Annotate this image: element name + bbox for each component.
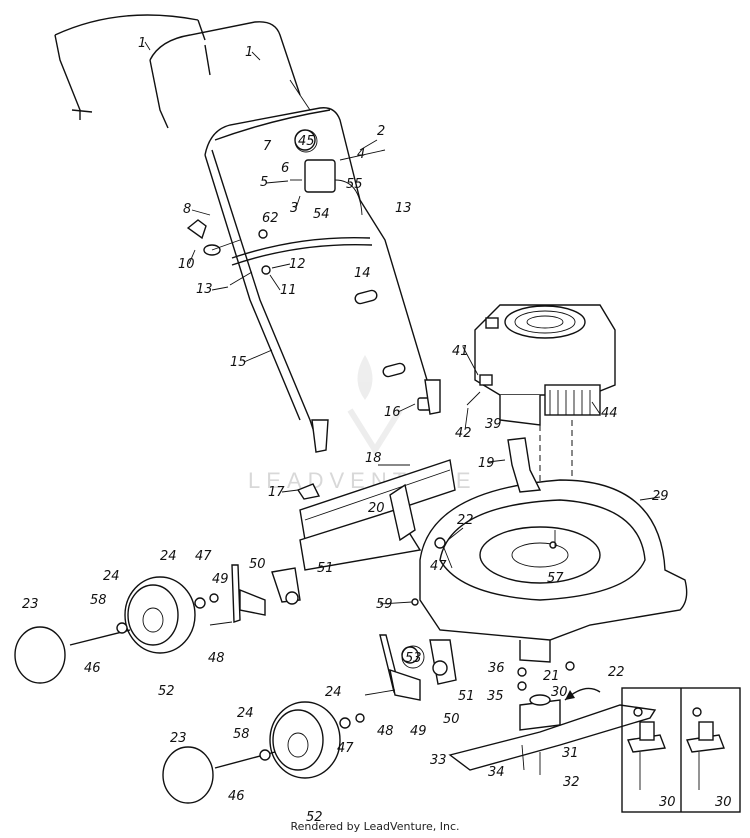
callout-16: 16: [384, 405, 401, 420]
engine: [466, 304, 616, 426]
callout-18: 18: [365, 451, 382, 466]
callout-50: 50: [249, 557, 266, 572]
callout-19: 19: [478, 456, 495, 471]
callout-52: 52: [306, 810, 323, 825]
callout-59: 59: [376, 597, 393, 612]
callout-49: 49: [410, 724, 427, 739]
callout-5: 5: [260, 175, 268, 190]
callout-62: 62: [262, 211, 279, 226]
callout-35: 35: [487, 689, 504, 704]
callout-50: 50: [443, 712, 460, 727]
callout-24: 24: [325, 685, 342, 700]
callout-6: 6: [281, 161, 289, 176]
blade-assembly: [448, 661, 657, 775]
callout-11: 11: [280, 283, 297, 298]
callout-45-circle: [294, 129, 318, 153]
callout-47: 47: [337, 741, 354, 756]
callout-39: 39: [485, 417, 502, 432]
callout-24: 24: [237, 706, 254, 721]
callout-54: 54: [313, 207, 330, 222]
callout-53: 53: [405, 651, 422, 666]
callout-31: 31: [562, 746, 579, 761]
callout-34: 34: [488, 765, 505, 780]
callout-3: 3: [290, 201, 298, 216]
callout-24: 24: [160, 549, 177, 564]
callout-52: 52: [158, 684, 175, 699]
left-wheel-lower: [162, 634, 457, 804]
callout-30: 30: [715, 795, 732, 810]
callout-47: 47: [430, 559, 447, 574]
callout-17: 17: [268, 485, 285, 500]
callout-24: 24: [103, 569, 120, 584]
callout-14: 14: [354, 266, 371, 281]
callout-58: 58: [90, 593, 107, 608]
upper-handle: [54, 14, 311, 129]
callout-48: 48: [377, 724, 394, 739]
callout-41: 41: [452, 344, 469, 359]
callout-32: 32: [563, 775, 580, 790]
inset-box: [621, 687, 741, 813]
callout-15: 15: [230, 355, 247, 370]
callout-labels: 1 1 2 3 4 5 6 7 8 10 11 12 13 13 14 15 1…: [22, 36, 732, 825]
callout-47: 47: [195, 549, 212, 564]
callout-4: 4: [357, 147, 365, 162]
callout-20: 20: [368, 501, 385, 516]
callout-42: 42: [455, 426, 472, 441]
callout-8: 8: [183, 202, 191, 217]
callout-23: 23: [22, 597, 39, 612]
callout-57: 57: [547, 571, 564, 586]
callout-48: 48: [208, 651, 225, 666]
callout-30: 30: [659, 795, 676, 810]
callout-46: 46: [228, 789, 245, 804]
callout-30: 30: [551, 685, 568, 700]
callout-49: 49: [212, 572, 229, 587]
callout-1: 1: [245, 45, 253, 60]
callout-1: 1: [138, 36, 146, 51]
callout-45: 45: [298, 134, 315, 149]
lower-handle: [186, 107, 441, 453]
callout-13: 13: [196, 282, 213, 297]
callout-13: 13: [395, 201, 412, 216]
callout-33: 33: [430, 753, 447, 768]
callout-55: 55: [346, 177, 363, 192]
callout-36: 36: [488, 661, 505, 676]
leader-lines: [144, 41, 661, 605]
callout-2: 2: [377, 124, 385, 139]
mower-deck: [296, 437, 688, 663]
callout-53-circle: [401, 645, 425, 669]
callout-51: 51: [317, 561, 334, 576]
callout-10: 10: [178, 257, 195, 272]
callout-44: 44: [601, 406, 618, 421]
watermark-logo: [347, 355, 403, 456]
callout-29: 29: [652, 489, 669, 504]
callout-7: 7: [263, 139, 272, 154]
callout-51: 51: [458, 689, 475, 704]
left-wheel-upper: [14, 564, 301, 684]
callout-23: 23: [170, 731, 187, 746]
callout-22: 22: [608, 665, 625, 680]
callout-22: 22: [457, 513, 474, 528]
callout-21: 21: [543, 669, 560, 684]
callout-12: 12: [289, 257, 306, 272]
callout-46: 46: [84, 661, 101, 676]
footer-credit: Rendered by LeadVenture, Inc.: [290, 820, 460, 833]
callout-58: 58: [233, 727, 250, 742]
